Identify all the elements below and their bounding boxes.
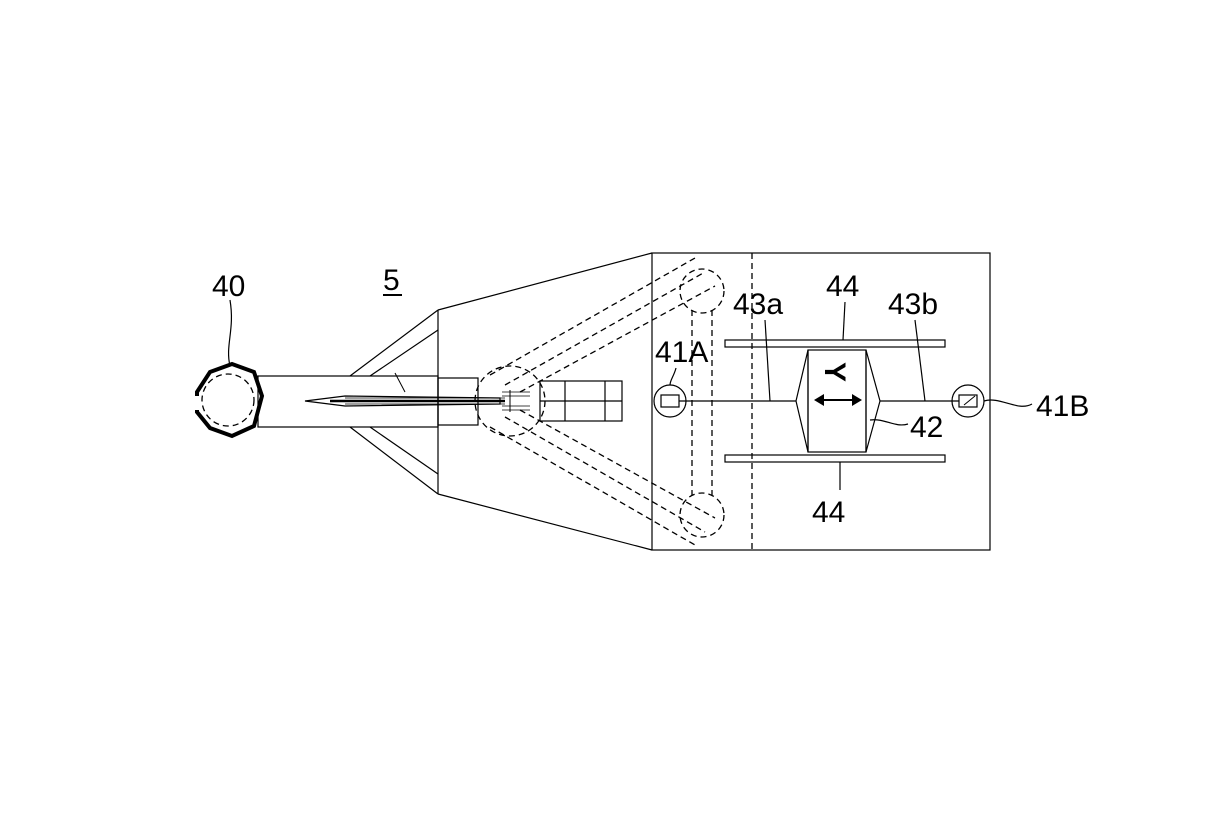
guide-rail-top [725,340,945,347]
label-sensor-right: 41B [1036,390,1089,423]
label-rail-bottom: 44 [812,496,845,529]
leader-43a [765,320,770,401]
gripper-ring [192,364,262,436]
leader-44-top [843,302,845,340]
label-wire-right: 43b [888,288,938,321]
label-sensor-left: 41A [655,336,708,369]
leader-43b [915,320,925,401]
leader-40 [229,300,232,366]
label-rail-top: 44 [826,270,859,303]
arm-body [258,373,505,427]
label-ring: 40 [212,270,245,303]
label-wire-left: 43a [733,288,783,321]
sensor-41b [952,385,1032,417]
label-probe: 5 [383,264,400,297]
leader-42 [870,420,908,425]
guide-rail-bottom [725,455,945,462]
label-axis-y: Y [818,362,851,382]
label-actuator: 42 [910,411,943,444]
leader-41a [670,368,676,385]
